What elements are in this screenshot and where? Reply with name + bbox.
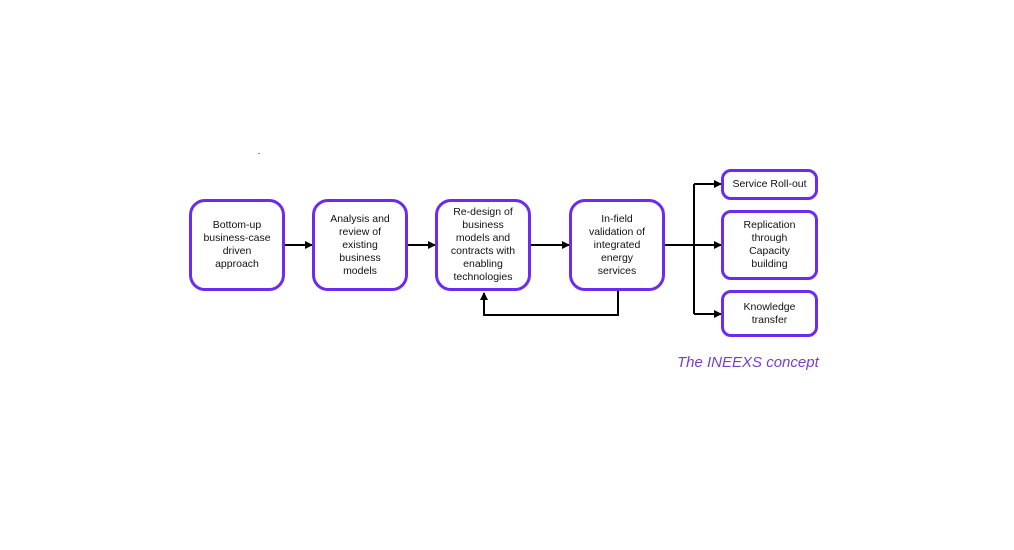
node-replication-capacity-building: Replication through Capacity building: [721, 210, 818, 280]
node-redesign-business-models: Re-design of business models and contrac…: [435, 199, 531, 291]
stray-dot: [258, 153, 260, 154]
arrow-infield-feedback-to-redesign: [480, 291, 619, 316]
node-knowledge-transfer: Knowledge transfer: [721, 290, 818, 337]
node-analysis-review: Analysis and review of existing business…: [312, 199, 408, 291]
node-infield-validation: In-field validation of integrated energy…: [569, 199, 665, 291]
diagram-caption: The INEEXS concept: [677, 354, 819, 371]
node-service-rollout: Service Roll-out: [721, 169, 818, 200]
node-bottom-up-approach: Bottom-up business-case driven approach: [189, 199, 285, 291]
